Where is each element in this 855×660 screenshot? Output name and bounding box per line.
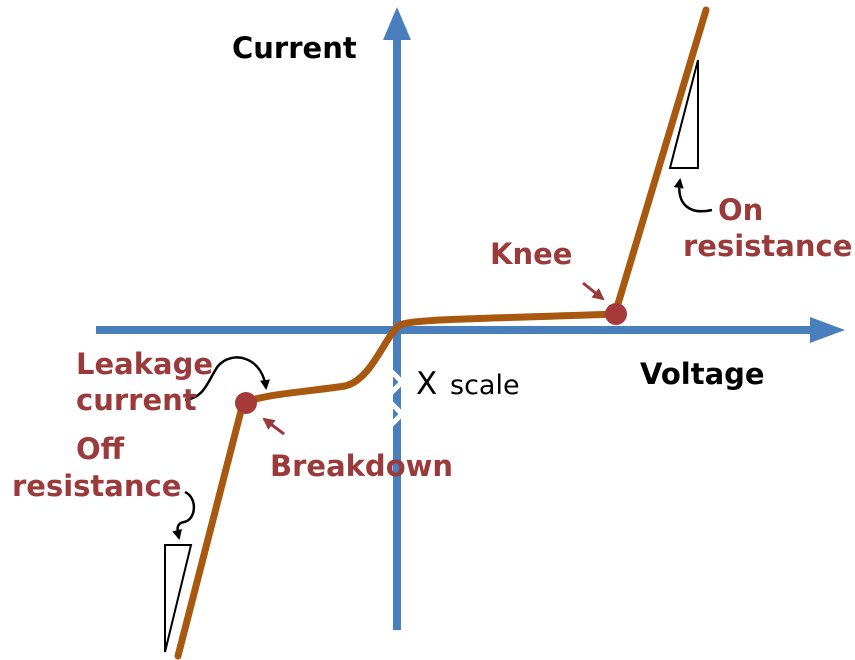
axis-break-mark bbox=[388, 368, 406, 396]
y-axis-label: Current bbox=[232, 31, 357, 65]
knee-label: Knee bbox=[490, 237, 572, 271]
x-scale-x-label: X bbox=[416, 366, 437, 402]
breakdown-point bbox=[235, 392, 257, 414]
breakdown-arrow bbox=[262, 417, 285, 436]
off-resistance-arrow bbox=[172, 490, 196, 540]
on-resistance-label-2: resistance bbox=[683, 229, 852, 263]
x-axis-label: Voltage bbox=[640, 357, 765, 391]
knee-arrow bbox=[582, 281, 605, 301]
y-axis-arrowhead bbox=[383, 7, 411, 40]
axis-break-mark-2 bbox=[388, 400, 406, 428]
knee-point bbox=[605, 303, 627, 325]
on-resistance-arrow bbox=[673, 178, 713, 213]
leakage-label-2: current bbox=[76, 383, 197, 417]
off-resistance-label-1: Off bbox=[76, 432, 125, 466]
off-resistance-triangle bbox=[164, 544, 193, 653]
x-axis-arrowhead bbox=[810, 317, 845, 343]
breakdown-label: Breakdown bbox=[270, 449, 453, 483]
leakage-label-1: Leakage bbox=[76, 347, 213, 381]
x-scale-word-label: scale bbox=[450, 370, 520, 401]
leakage-arrow bbox=[184, 356, 270, 402]
off-resistance-label-2: resistance bbox=[12, 469, 181, 503]
iv-curve bbox=[174, 6, 710, 660]
on-resistance-label-1: On bbox=[718, 193, 763, 227]
on-resistance-triangle bbox=[668, 59, 699, 169]
